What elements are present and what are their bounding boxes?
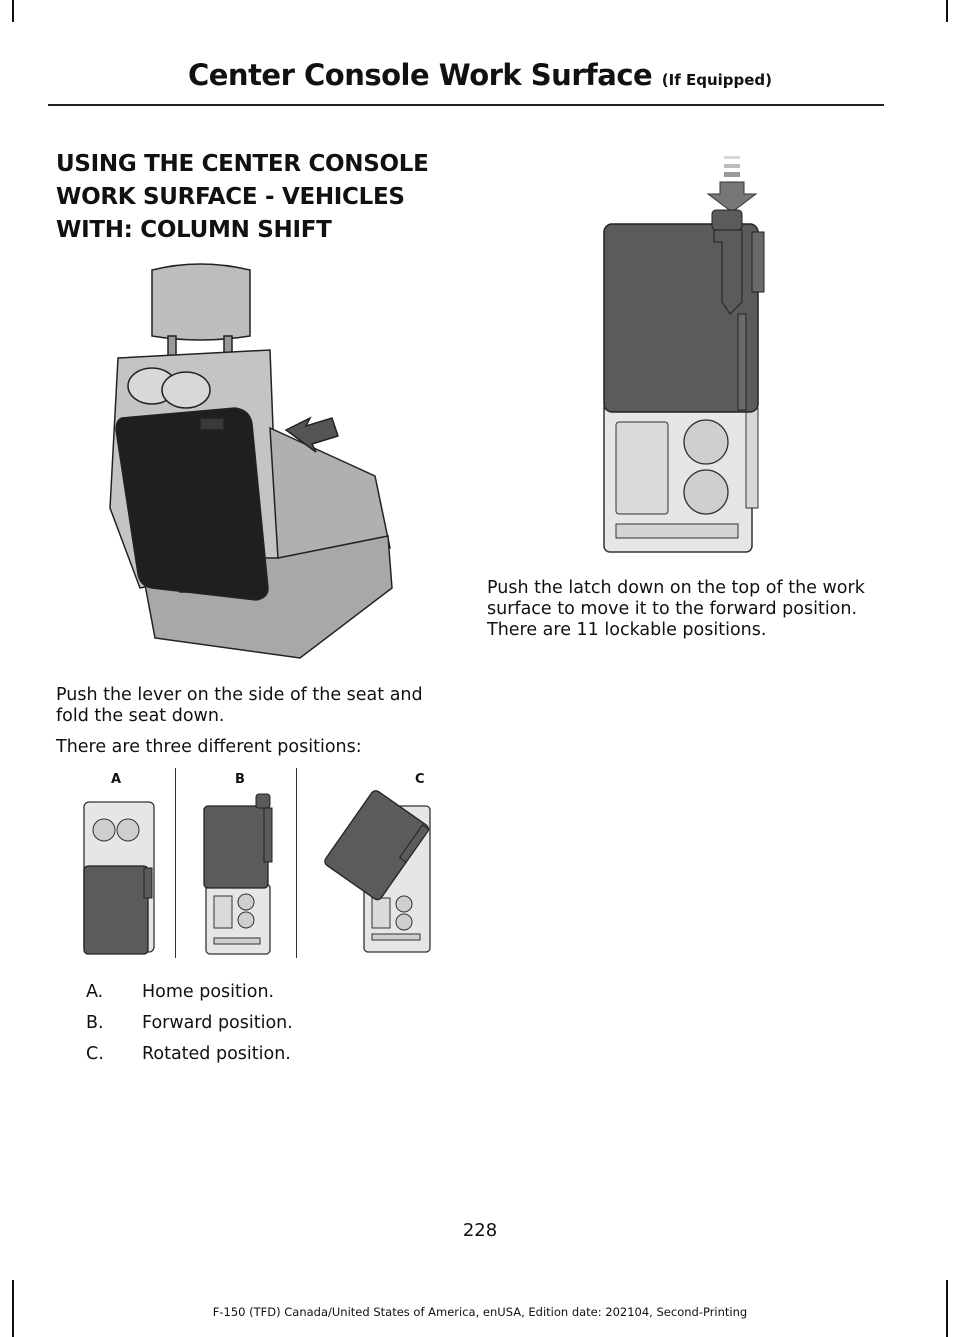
page-header: Center Console Work Surface (If Equipped… (0, 58, 960, 92)
figure-divider (296, 768, 297, 958)
legend-letter: B. (86, 1013, 104, 1033)
section-heading-line: USING THE CENTER CONSOLE (56, 151, 429, 177)
console-latch-illustration (603, 156, 765, 553)
positions-intro: There are three different positions: (56, 737, 362, 757)
section-heading-line: WORK SURFACE - VEHICLES (56, 184, 405, 210)
legend-text: Rotated position. (142, 1044, 291, 1064)
position-label-c: C (415, 772, 425, 787)
legend-item: C. Rotated position. (56, 1044, 446, 1075)
position-label-b: B (235, 772, 245, 787)
position-label-a: A (111, 772, 122, 787)
edition-footer: F-150 (TFD) Canada/United States of Amer… (212, 1305, 748, 1319)
header-rule (48, 104, 884, 106)
position-b-illustration (203, 793, 273, 955)
legend-letter: C. (86, 1044, 104, 1064)
latch-instruction-line: Push the latch down on the top of the wo… (487, 578, 865, 598)
latch-instruction-line: surface to move it to the forward positi… (487, 599, 858, 619)
latch-instruction: Push the latch down on the top of the wo… (487, 578, 907, 641)
lever-instruction: Push the lever on the side of the seat a… (56, 685, 456, 727)
positions-legend: A. Home position. B. Forward position. C… (56, 982, 446, 1075)
position-c-illustration (324, 790, 431, 953)
legend-letter: A. (86, 982, 104, 1002)
seat-illustration (109, 263, 393, 659)
legend-item: A. Home position. (56, 982, 446, 1013)
header-subtitle: (If Equipped) (661, 71, 773, 89)
crop-mark-bottom-right (946, 1280, 948, 1337)
section-heading: USING THE CENTER CONSOLE WORK SURFACE - … (56, 148, 456, 247)
header-title: Center Console Work Surface (187, 58, 653, 92)
crop-mark-top-left (12, 0, 14, 22)
crop-mark-bottom-left (12, 1280, 14, 1337)
figure-divider (175, 768, 176, 958)
lever-instruction-line: Push the lever on the side of the seat a… (56, 685, 423, 705)
crop-mark-top-right (946, 0, 948, 22)
seat-drawing (109, 263, 393, 659)
section-heading-line: WITH: COLUMN SHIFT (56, 217, 332, 243)
legend-text: Home position. (142, 982, 275, 1002)
lever-instruction-line: fold the seat down. (56, 706, 225, 726)
position-a-illustration (83, 801, 155, 955)
page-number: 228 (462, 1220, 498, 1241)
legend-text: Forward position. (142, 1013, 293, 1033)
legend-item: B. Forward position. (56, 1013, 446, 1044)
latch-instruction-line: There are 11 lockable positions. (487, 620, 767, 640)
